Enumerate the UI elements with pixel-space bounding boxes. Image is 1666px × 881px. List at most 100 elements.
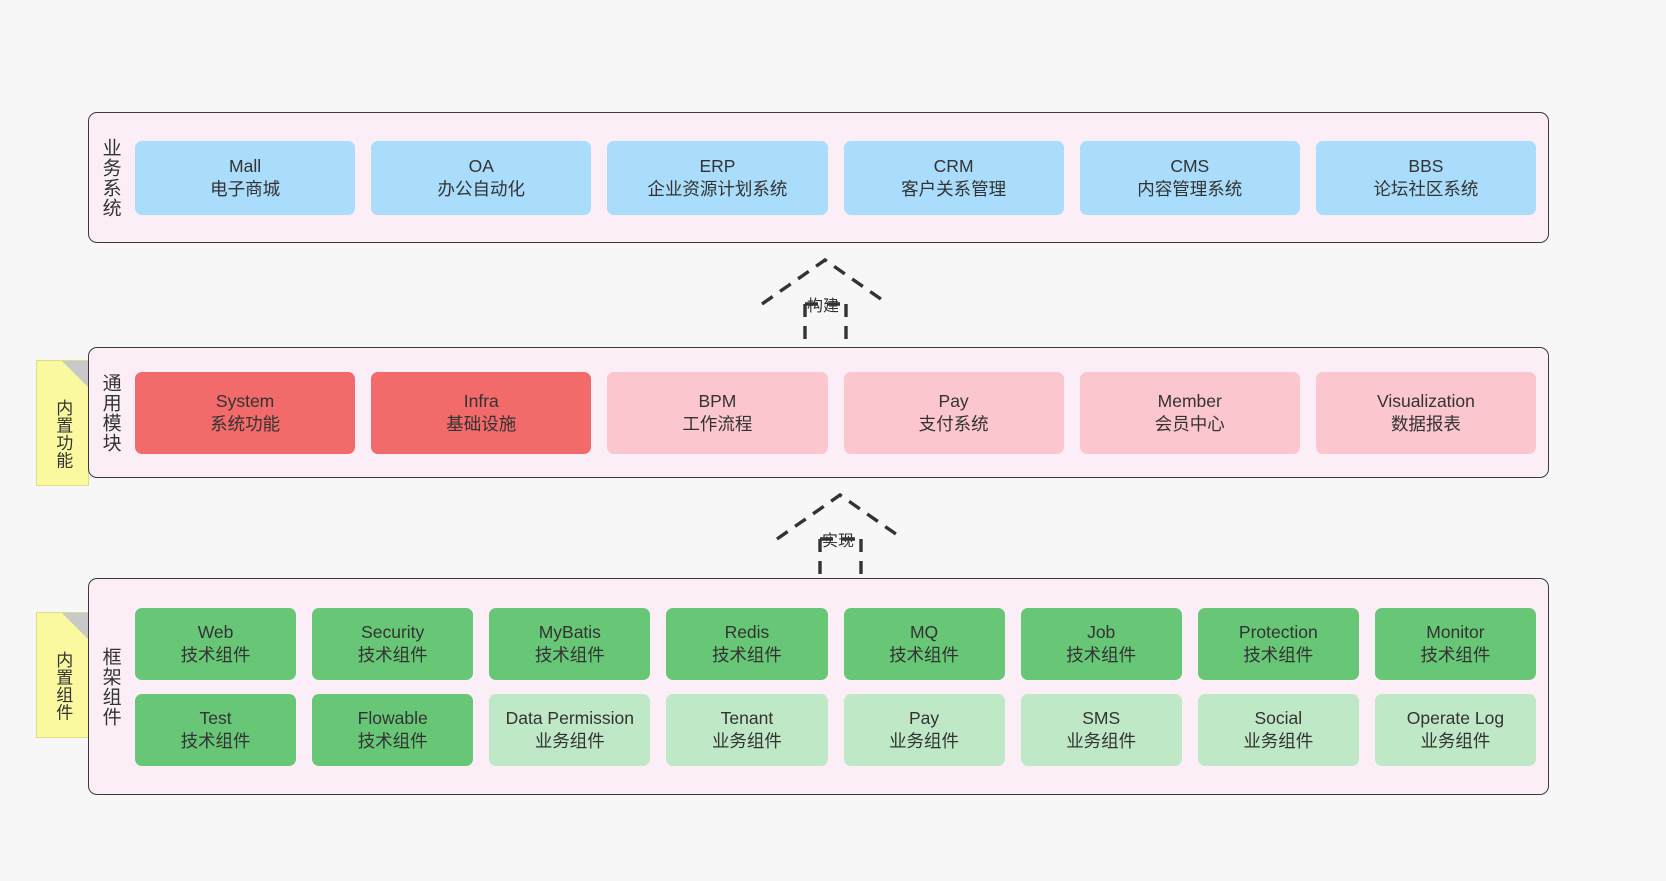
card-title: MyBatis bbox=[538, 621, 601, 642]
layer-framework-component-title: 框架组件 bbox=[99, 646, 121, 727]
card-subtitle: 业务组件 bbox=[1243, 730, 1314, 751]
card-title: Web bbox=[197, 621, 234, 642]
card-title: Pay bbox=[938, 390, 969, 411]
card-subtitle: 技术组件 bbox=[180, 644, 251, 665]
card-title: Member bbox=[1157, 390, 1222, 411]
card-title: Mall bbox=[229, 155, 262, 176]
card-subtitle: 业务组件 bbox=[711, 730, 782, 751]
note-builtin-components: 内置组件 bbox=[36, 612, 89, 738]
card-subtitle: 会员中心 bbox=[1154, 413, 1225, 434]
card-subtitle: 业务组件 bbox=[534, 730, 605, 751]
layer-common-module-title: 通用模块 bbox=[99, 372, 121, 453]
note-builtin-features: 内置功能 bbox=[36, 360, 89, 486]
card-subtitle: 客户关系管理 bbox=[901, 178, 1007, 199]
card-subtitle: 技术组件 bbox=[1243, 644, 1314, 665]
card-title: Infra bbox=[463, 390, 499, 411]
card-title: BPM bbox=[698, 390, 737, 411]
card-subtitle: 支付系统 bbox=[918, 413, 989, 434]
connector-implement-arrow: 实现 bbox=[765, 487, 945, 587]
card-subtitle: 技术组件 bbox=[357, 644, 428, 665]
connector-build-arrow: 构建 bbox=[750, 252, 930, 352]
card-subtitle: 技术组件 bbox=[357, 730, 428, 751]
card-subtitle: 电子商城 bbox=[210, 178, 281, 199]
card-subtitle: 技术组件 bbox=[534, 644, 605, 665]
card-title: Redis bbox=[724, 621, 770, 642]
card-title: Data Permission bbox=[505, 707, 634, 728]
note-builtin-components-text: 内置组件 bbox=[53, 651, 73, 721]
card-title: Protection bbox=[1238, 621, 1318, 642]
card-title: Operate Log bbox=[1406, 707, 1505, 728]
card-title: MQ bbox=[909, 621, 939, 642]
card-title: Security bbox=[361, 621, 425, 642]
card-title: BBS bbox=[1408, 155, 1444, 176]
card-subtitle: 工作流程 bbox=[682, 413, 753, 434]
card-title: Tenant bbox=[720, 707, 774, 728]
card-subtitle: 技术组件 bbox=[889, 644, 960, 665]
card-title: CMS bbox=[1170, 155, 1210, 176]
layer-business-system-title: 业务系统 bbox=[99, 137, 121, 218]
connector-build-arrow-svg bbox=[761, 257, 889, 352]
connector-implement-label: 实现 bbox=[822, 533, 855, 550]
card-title: Visualization bbox=[1376, 390, 1475, 411]
card-title: Pay bbox=[908, 707, 940, 728]
card-title: Flowable bbox=[357, 707, 428, 728]
card-subtitle: 系统功能 bbox=[210, 413, 281, 434]
card-title: CRM bbox=[933, 155, 974, 176]
card-subtitle: 业务组件 bbox=[889, 730, 960, 751]
card-subtitle: 论坛社区系统 bbox=[1373, 178, 1479, 199]
card-subtitle: 企业资源计划系统 bbox=[647, 178, 788, 199]
card-subtitle: 办公自动化 bbox=[437, 178, 526, 199]
card-subtitle: 数据报表 bbox=[1390, 413, 1461, 434]
card-title: SMS bbox=[1082, 707, 1121, 728]
card-subtitle: 业务组件 bbox=[1420, 730, 1491, 751]
card-subtitle: 基础设施 bbox=[446, 413, 517, 434]
connector-build-label: 构建 bbox=[807, 298, 840, 315]
note-builtin-features-text: 内置功能 bbox=[53, 399, 73, 469]
card-subtitle: 技术组件 bbox=[1420, 644, 1491, 665]
card-title: OA bbox=[468, 155, 494, 176]
card-subtitle: 技术组件 bbox=[711, 644, 782, 665]
connector-implement-arrow-svg bbox=[776, 492, 904, 587]
card-title: Test bbox=[199, 707, 232, 728]
card-title: Monitor bbox=[1426, 621, 1485, 642]
card-title: ERP bbox=[699, 155, 736, 176]
card-subtitle: 技术组件 bbox=[1066, 644, 1137, 665]
card-subtitle: 技术组件 bbox=[180, 730, 251, 751]
